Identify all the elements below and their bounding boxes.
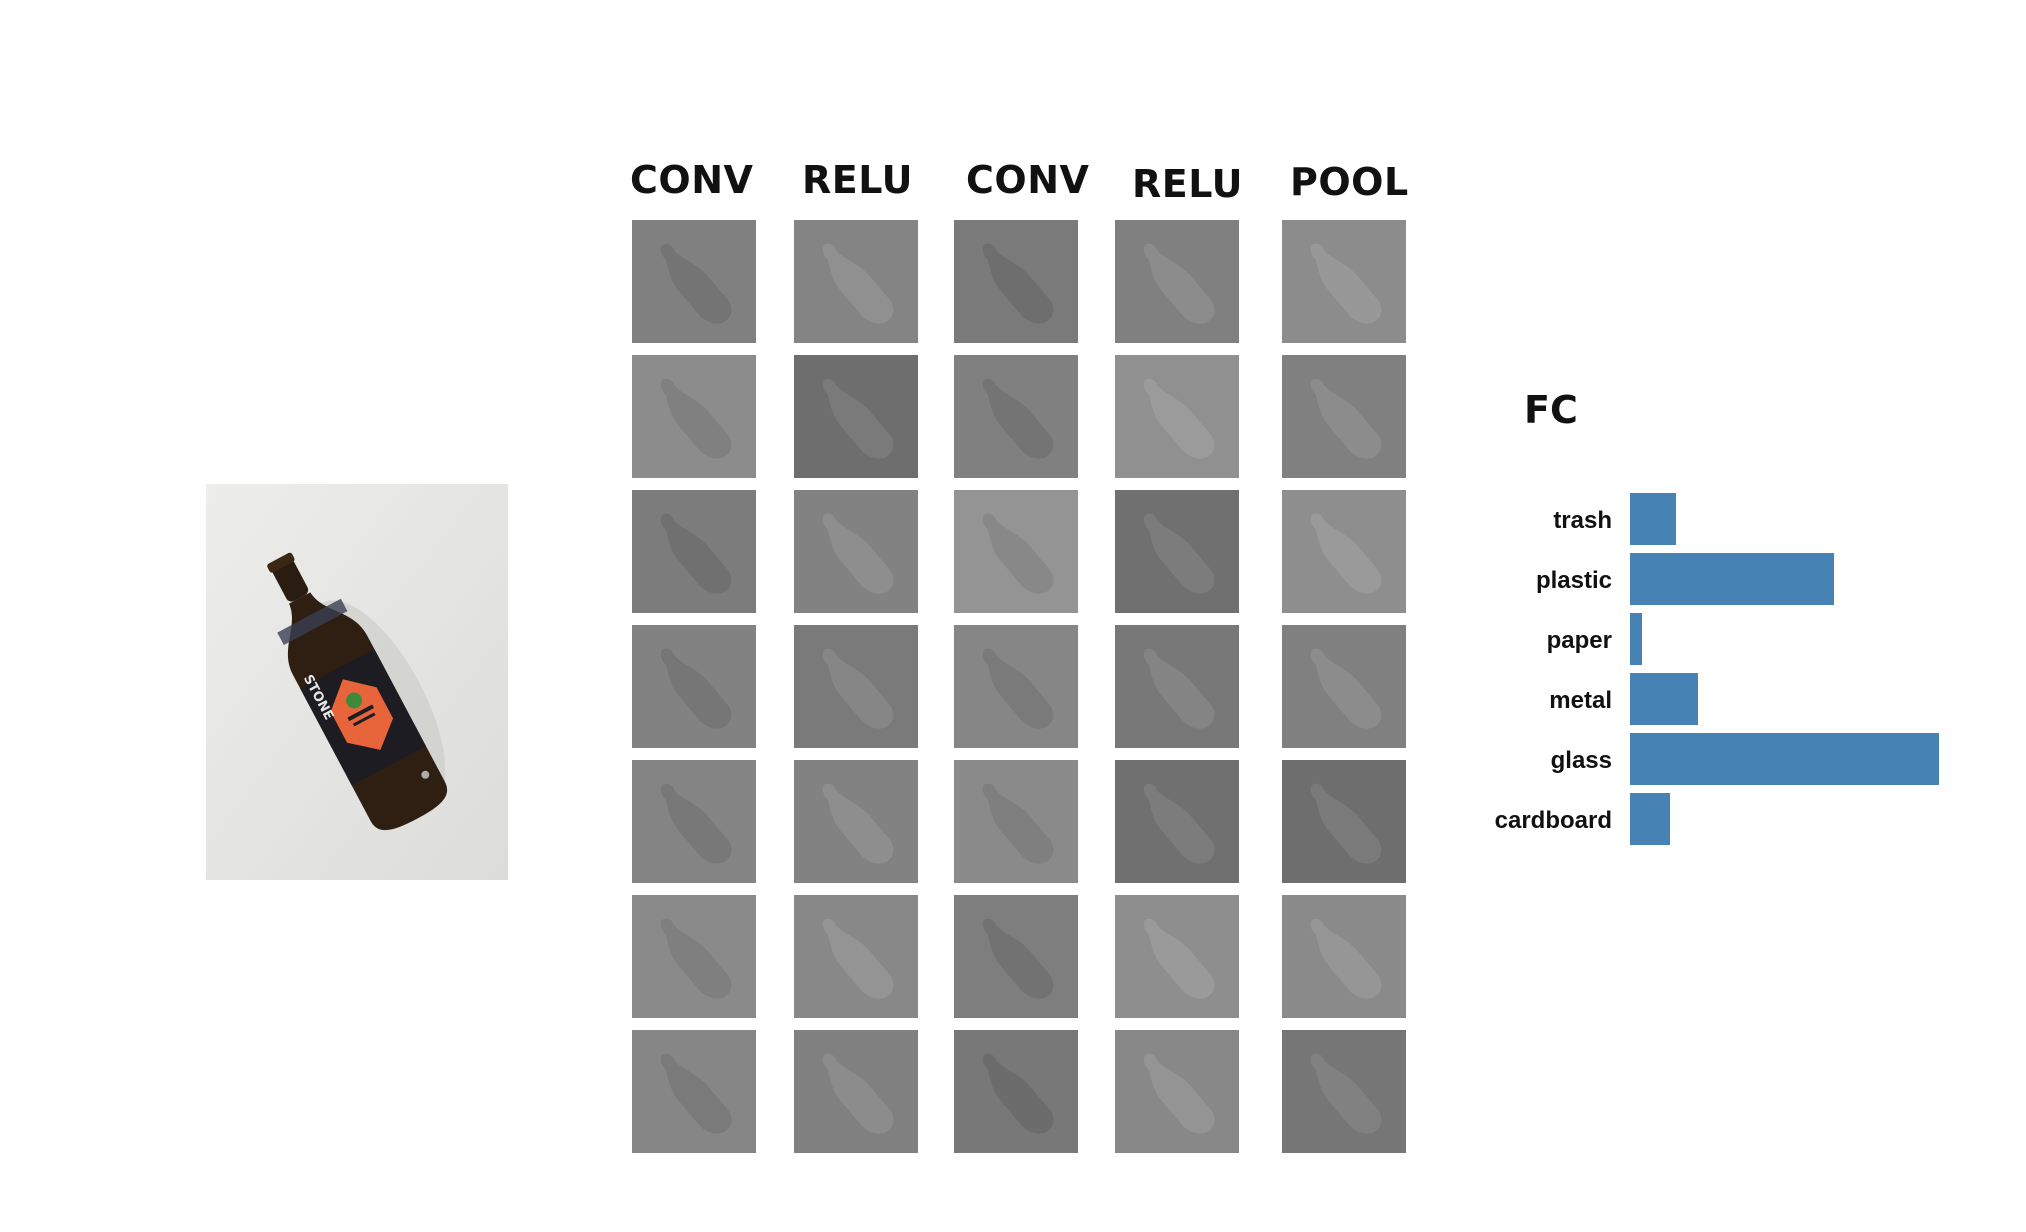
fc-class-label-cardboard: cardboard bbox=[1494, 807, 1612, 834]
feature-map-tile bbox=[794, 490, 918, 613]
fc-bar-trash bbox=[1630, 493, 1676, 545]
layer-header-relu-1: RELU bbox=[802, 158, 913, 202]
layer-header-relu-2: RELU bbox=[1132, 162, 1243, 206]
feature-map-tile bbox=[1115, 625, 1239, 748]
fc-bar-cardboard bbox=[1630, 793, 1670, 845]
feature-map-tile bbox=[794, 760, 918, 883]
bottle-photo: STONE bbox=[206, 484, 508, 880]
feature-map-tile bbox=[954, 1030, 1078, 1153]
fc-bar-plastic bbox=[1630, 553, 1834, 605]
fc-bar-metal bbox=[1630, 673, 1698, 725]
feature-map-tile bbox=[632, 490, 756, 613]
feature-map-tile bbox=[954, 760, 1078, 883]
feature-map-tile bbox=[1115, 490, 1239, 613]
feature-map-tile bbox=[1282, 220, 1406, 343]
feature-map-tile bbox=[632, 1030, 756, 1153]
feature-map-tile bbox=[1282, 490, 1406, 613]
layer-header-pool: POOL bbox=[1290, 160, 1409, 204]
feature-map-tile bbox=[794, 895, 918, 1018]
feature-map-tile bbox=[1282, 1030, 1406, 1153]
feature-map-tile bbox=[632, 625, 756, 748]
fc-class-label-plastic: plastic bbox=[1535, 567, 1612, 594]
layer-header-conv-2: CONV bbox=[966, 158, 1090, 202]
fc-bar-glass bbox=[1630, 733, 1939, 785]
fc-class-label-glass: glass bbox=[1550, 747, 1612, 774]
feature-map-tile bbox=[1282, 625, 1406, 748]
feature-map-tile bbox=[1282, 355, 1406, 478]
fc-class-label-paper: paper bbox=[1546, 627, 1612, 654]
feature-map-tile bbox=[794, 220, 918, 343]
feature-map-tile bbox=[632, 895, 756, 1018]
layer-header-conv-1: CONV bbox=[630, 158, 754, 202]
feature-map-tile bbox=[1115, 1030, 1239, 1153]
feature-map-tile bbox=[1282, 895, 1406, 1018]
fc-class-label-trash: trash bbox=[1553, 507, 1612, 534]
fc-class-label-metal: metal bbox=[1549, 687, 1612, 714]
feature-map-tile bbox=[794, 355, 918, 478]
feature-map-tile bbox=[954, 355, 1078, 478]
feature-map-tile bbox=[632, 355, 756, 478]
feature-map-tile bbox=[794, 625, 918, 748]
feature-map-tile bbox=[954, 895, 1078, 1018]
feature-map-tile bbox=[954, 490, 1078, 613]
feature-map-tile bbox=[632, 760, 756, 883]
feature-map-tile bbox=[1115, 220, 1239, 343]
feature-map-tile bbox=[1115, 895, 1239, 1018]
feature-map-tile bbox=[1282, 760, 1406, 883]
feature-map-tile bbox=[954, 625, 1078, 748]
feature-map-tile bbox=[1115, 760, 1239, 883]
feature-map-tile bbox=[794, 1030, 918, 1153]
feature-map-tile bbox=[954, 220, 1078, 343]
input-photo: STONE bbox=[206, 484, 508, 880]
fc-bar-paper bbox=[1630, 613, 1642, 665]
fc-title: FC bbox=[1524, 388, 1578, 432]
feature-map-tile bbox=[1115, 355, 1239, 478]
feature-map-tile bbox=[632, 220, 756, 343]
